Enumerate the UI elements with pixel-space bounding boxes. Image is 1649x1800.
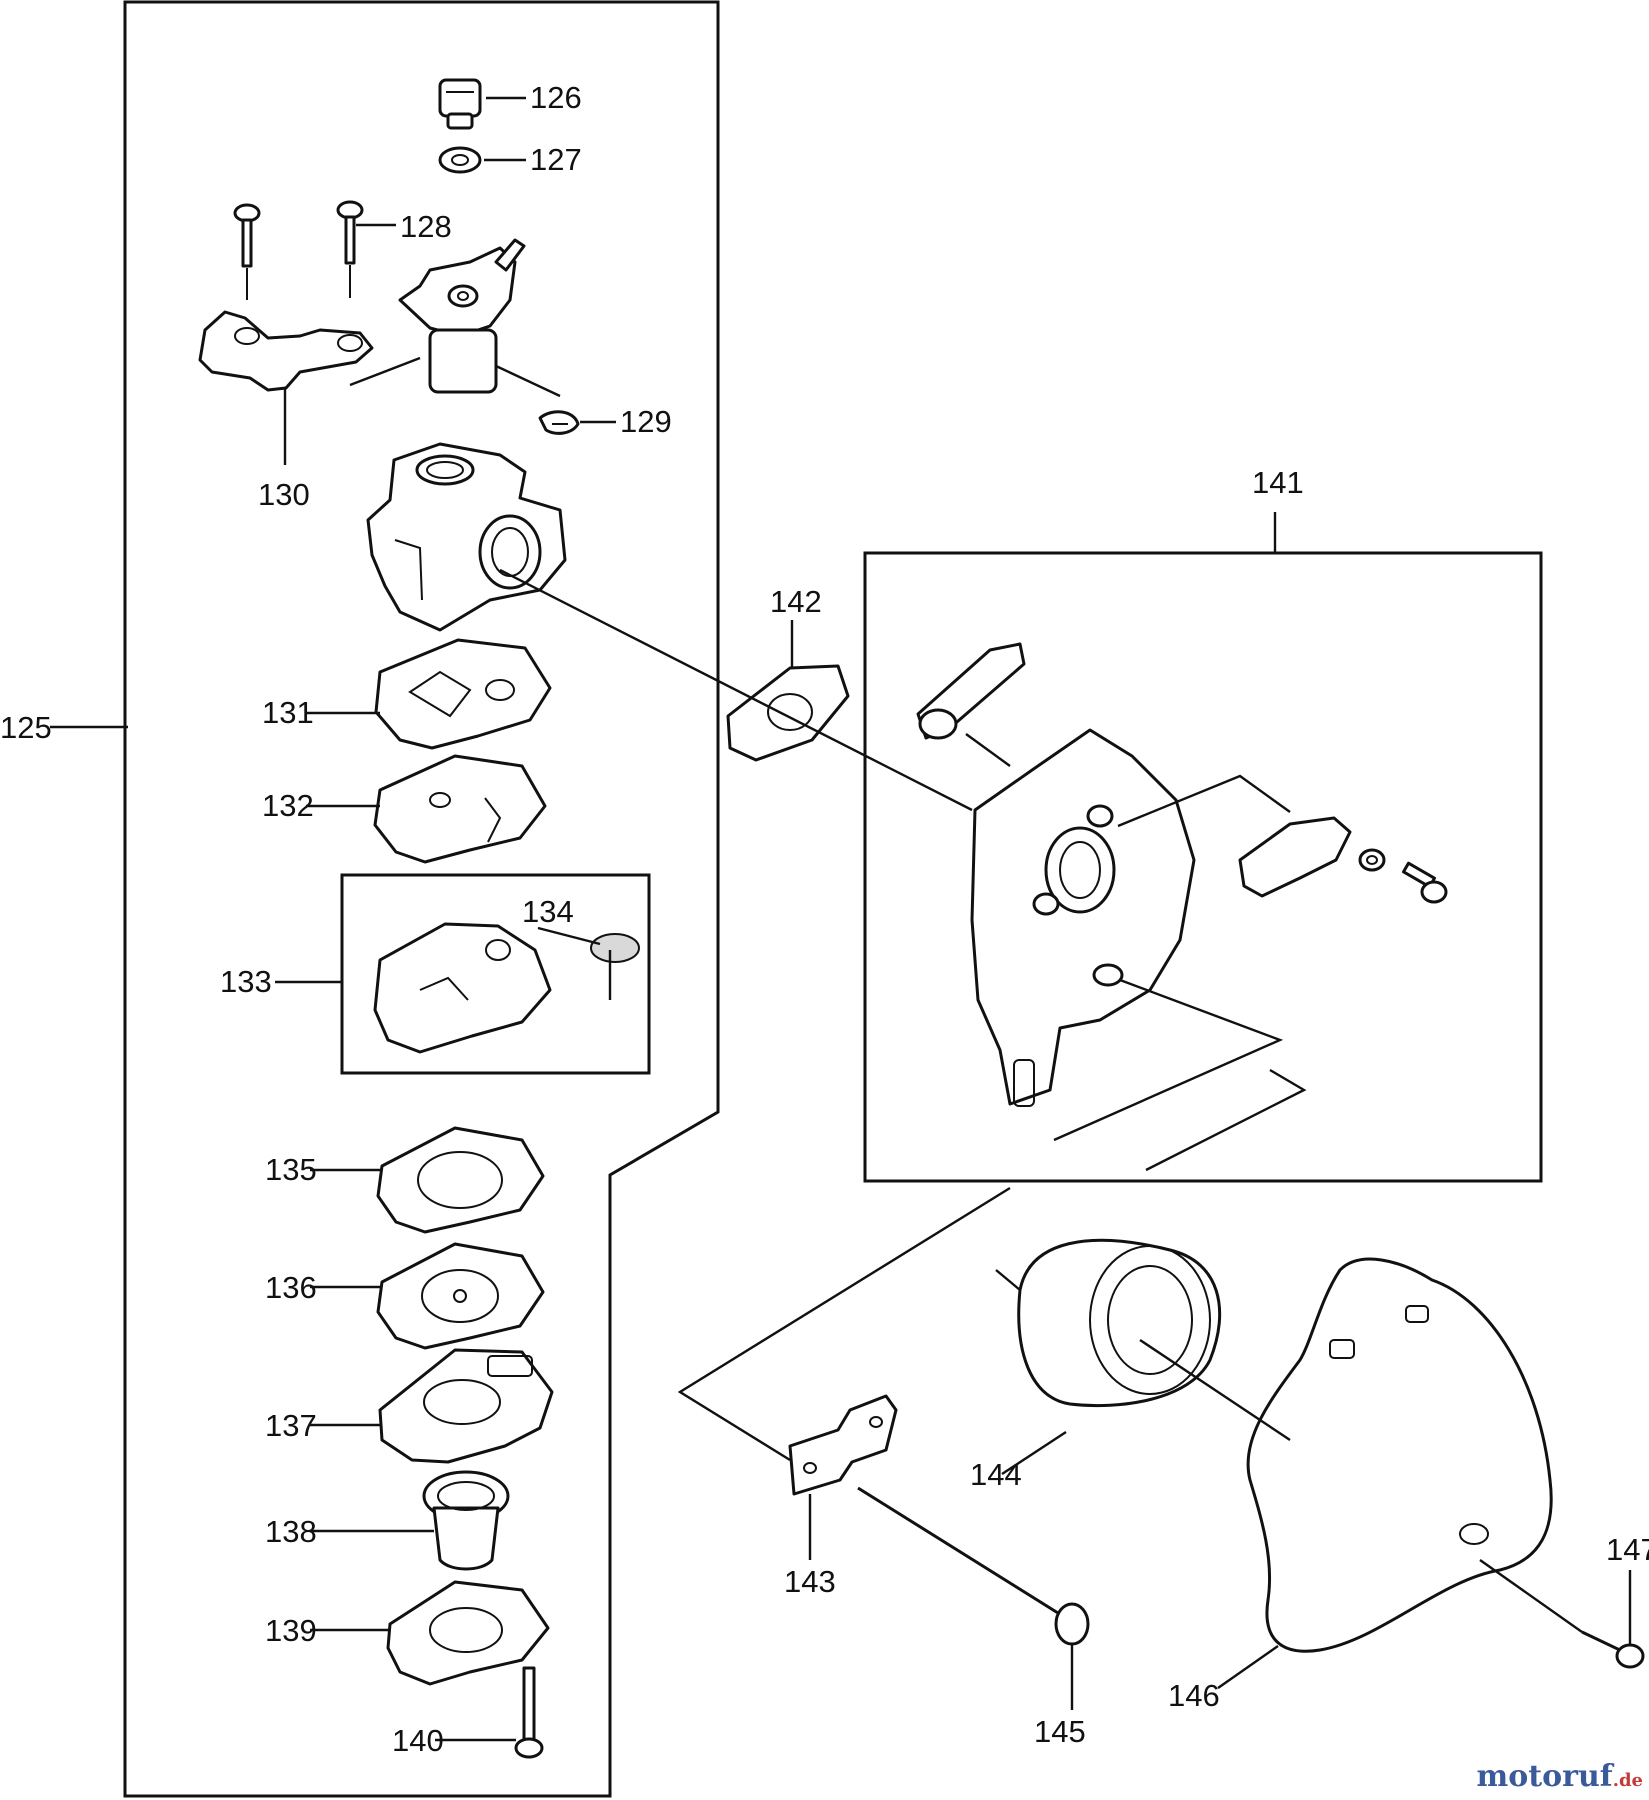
part-throttle-valve	[398, 238, 526, 394]
callout-128: 128	[400, 209, 452, 244]
part-134-filter-screen	[590, 933, 640, 963]
callout-129: 129	[620, 404, 672, 439]
callout-135: 135	[265, 1152, 317, 1187]
callout-133: 133	[220, 964, 272, 999]
part-133-pump-body	[373, 922, 552, 1054]
callout-136: 136	[265, 1270, 317, 1305]
part-140-screw	[514, 1666, 544, 1759]
callout-142: 142	[770, 584, 822, 619]
site-watermark: motoruf.de	[1477, 1759, 1643, 1794]
part-132-diaphragm	[373, 754, 547, 864]
part-146-cleaner-cover	[1246, 1257, 1553, 1653]
callout-137: 137	[265, 1408, 317, 1443]
part-137-metering-cover	[378, 1348, 554, 1464]
part-145-long-bolt	[857, 1486, 1090, 1646]
part-128-screws	[233, 200, 364, 300]
callout-127: 127	[530, 142, 582, 177]
callout-139: 139	[265, 1613, 317, 1648]
part-142-gasket	[726, 664, 850, 762]
callout-145: 145	[1034, 1714, 1086, 1749]
part-129-clip	[538, 410, 580, 435]
callout-144: 144	[970, 1457, 1022, 1492]
callout-143: 143	[784, 1564, 836, 1599]
part-131-gasket	[374, 638, 552, 750]
callout-138: 138	[265, 1514, 317, 1549]
callout-140: 140	[392, 1723, 444, 1758]
carburetor-assembly-outline	[123, 0, 720, 1798]
part-choke-lever	[916, 642, 1026, 740]
callout-147: 147	[1606, 1532, 1649, 1567]
callout-126: 126	[530, 80, 582, 115]
part-choke-plate-set	[1238, 816, 1448, 904]
callout-131: 131	[262, 695, 314, 730]
part-126-screw-cap	[438, 78, 482, 130]
leader-lines	[50, 96, 1632, 1742]
part-carburetor-body	[366, 442, 567, 632]
part-130-bracket	[198, 310, 374, 392]
part-127-washer	[438, 146, 482, 174]
part-136-diaphragm	[376, 1242, 545, 1350]
part-147-screw	[1581, 1630, 1645, 1669]
part-138-primer-bulb	[422, 1470, 510, 1571]
part-143-bracket	[788, 1394, 898, 1496]
part-135-gasket	[376, 1126, 545, 1234]
callout-141: 141	[1252, 465, 1304, 500]
callout-146: 146	[1168, 1678, 1220, 1713]
callout-134: 134	[522, 894, 574, 929]
callout-130: 130	[258, 477, 310, 512]
callout-125: 125	[0, 710, 52, 745]
part-air-cleaner-base	[970, 728, 1196, 1107]
watermark-suffix: .de	[1612, 1770, 1643, 1791]
air-cleaner-kit-box	[863, 551, 1543, 1183]
pump-subassembly-box	[340, 873, 651, 1075]
callout-132: 132	[262, 788, 314, 823]
watermark-main: motoruf	[1476, 1759, 1613, 1794]
part-144-air-filter	[1017, 1238, 1222, 1408]
part-139-retainer-plate	[386, 1580, 550, 1686]
